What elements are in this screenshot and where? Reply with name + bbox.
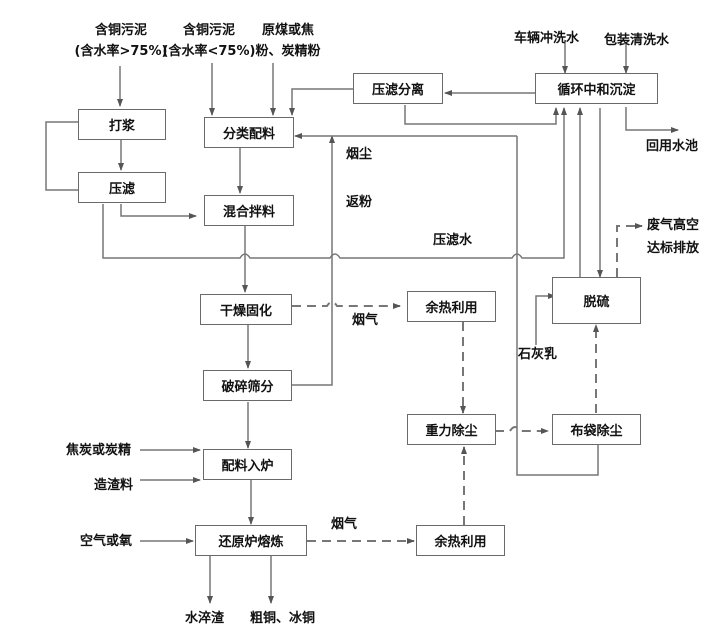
box-smelting: 还原炉熔炼 [195,525,307,556]
input-vehicle-wash: 车辆冲洗水 [514,31,580,46]
box-waste-heat-1: 余热利用 [407,291,496,322]
label-flue-gas-1: 烟气 [352,313,379,328]
box-waste-heat-2: 余热利用 [416,525,505,556]
box-desulfur: 脱硫 [552,277,641,324]
label-exhaust: 废气高空 达标排放 [647,217,699,257]
box-filter-press: 压滤 [78,172,166,203]
label-water-slag: 水淬渣 [185,611,225,626]
box-mixing: 混合拌料 [204,195,294,226]
box-neutralize: 循环中和沉淀 [535,73,658,104]
input-coke: 焦炭或炭精 [66,443,132,458]
box-drying: 干燥固化 [200,294,292,325]
box-sorting: 分类配料 [204,117,294,148]
input-package-wash: 包装清洗水 [604,33,670,48]
input-sludge-high-line1: 含铜污泥 [94,23,147,38]
label-exhaust-line1: 废气高空 [647,218,700,233]
label-exhaust-line2: 达标排放 [647,241,700,256]
input-lime: 石灰乳 [518,347,558,362]
input-air: 空气或氧 [80,534,133,549]
input-coal-line2: 粉、炭精粉 [255,44,321,59]
input-sludge-high-line2: (含水率>75%) [74,44,168,59]
input-slag-material: 造渣料 [94,478,134,493]
box-gravity-dust: 重力除尘 [407,414,496,445]
box-pulping: 打浆 [78,109,166,140]
label-return-powder: 返粉 [346,195,373,210]
label-copper: 粗铜、冰铜 [250,611,316,626]
input-sludge-low-line1: 含铜污泥 [182,23,235,38]
input-sludge-high: 含铜污泥 (含水率>75%) [62,22,180,60]
input-coal: 原煤或焦 粉、炭精粉 [252,22,324,60]
box-charging: 配料入炉 [203,449,292,480]
input-sludge-low: 含铜污泥 (含水率<75%) [160,22,258,60]
label-reuse-pool: 回用水池 [646,139,699,154]
input-coal-line1: 原煤或焦 [261,23,314,38]
label-dust: 烟尘 [346,147,373,162]
box-bag-dust: 布袋除尘 [552,414,641,445]
label-filtrate: 压滤水 [433,233,473,248]
input-sludge-low-line2: (含水率<75%) [162,44,256,59]
box-crushing: 破碎筛分 [203,370,292,401]
label-flue-gas-2: 烟气 [331,517,358,532]
box-press-separation: 压滤分离 [353,73,443,104]
